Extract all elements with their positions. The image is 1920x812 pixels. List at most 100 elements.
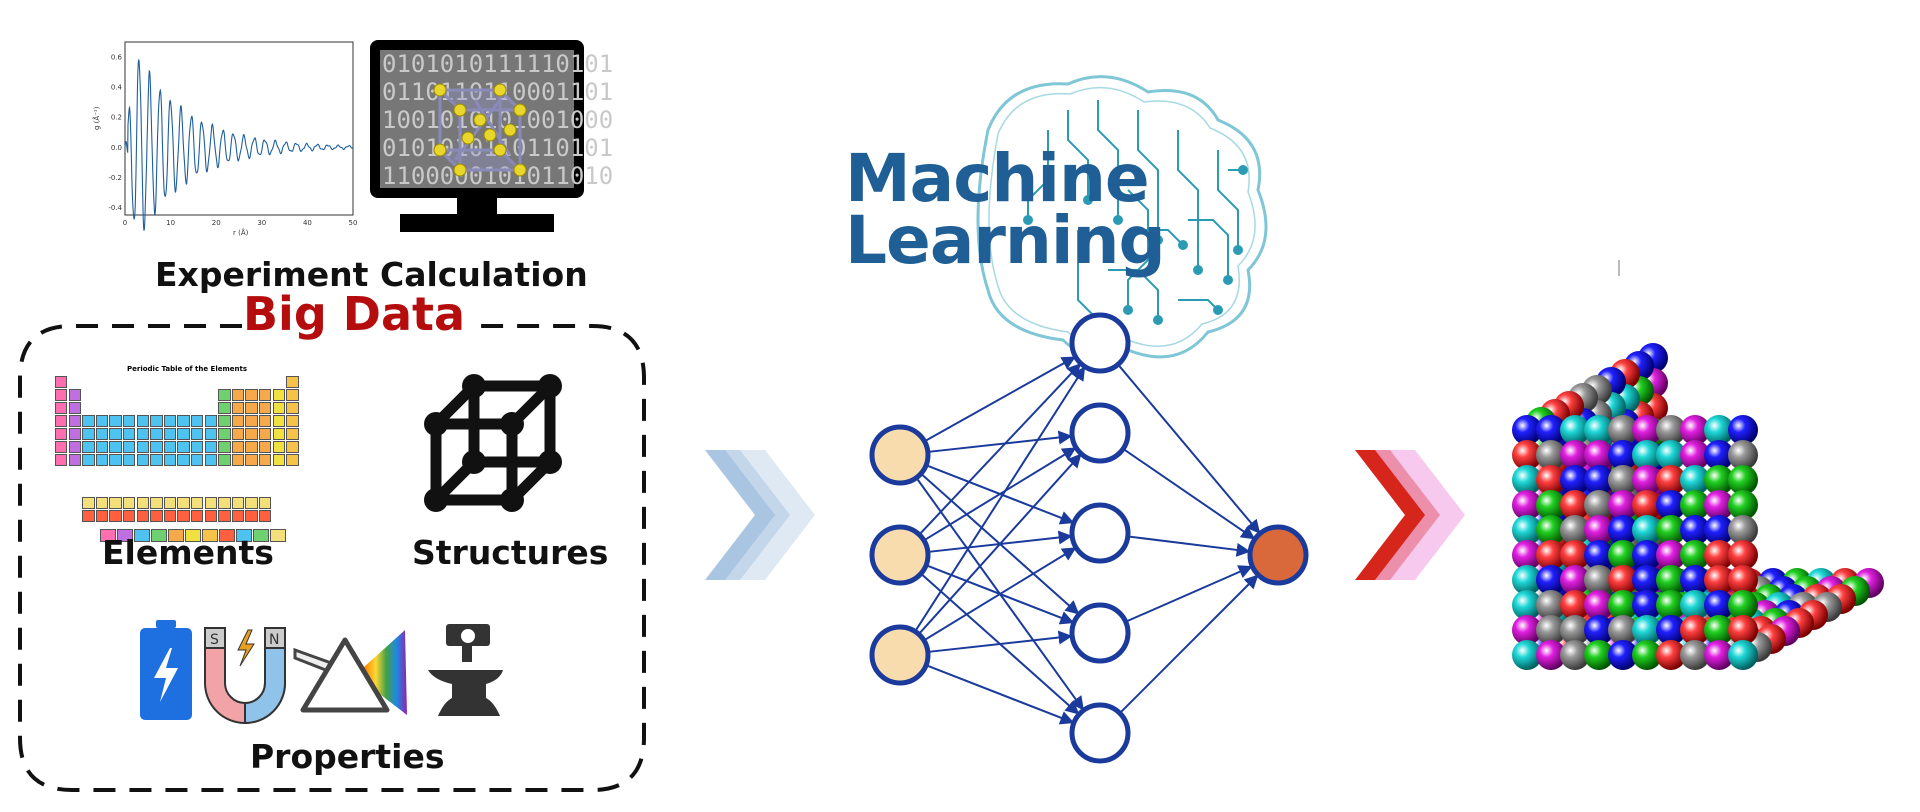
- element-cell: [191, 509, 204, 522]
- element-cell: [109, 415, 122, 427]
- network-edge: [1117, 363, 1261, 534]
- element-cell: [191, 454, 204, 466]
- hidden-node: [1069, 602, 1131, 664]
- binary-line: 1100000101011010: [382, 162, 614, 190]
- circuit-node: [1123, 305, 1133, 315]
- atom: [1704, 565, 1734, 595]
- element-cell: [123, 454, 136, 466]
- atom: [1608, 540, 1638, 570]
- element-cell: [286, 441, 299, 453]
- atom: [1680, 440, 1710, 470]
- element-cell: [82, 428, 95, 440]
- element-cell: [177, 454, 190, 466]
- circuit-node: [1083, 195, 1093, 205]
- network-edge: [1125, 565, 1253, 623]
- atom: [1656, 515, 1686, 545]
- atom: [1584, 615, 1614, 645]
- element-cell: [286, 454, 299, 466]
- atom: [1728, 640, 1758, 670]
- atom: [1560, 415, 1590, 445]
- atom: [1608, 440, 1638, 470]
- network-edge: [914, 366, 1086, 632]
- plot-ytick: -0.4: [108, 204, 122, 212]
- atom: [1704, 415, 1734, 445]
- element-cell: [109, 509, 122, 522]
- circuit-node: [1223, 275, 1233, 285]
- element-cell: [163, 454, 177, 466]
- atom: [1608, 415, 1638, 445]
- output-node: [1247, 524, 1309, 586]
- atom: [1632, 465, 1662, 495]
- element-cell: [109, 496, 122, 509]
- atom: [1728, 490, 1758, 520]
- element-cell: [191, 441, 204, 453]
- blue-chevron-arrow-icon: [705, 450, 815, 580]
- element-cell: [123, 441, 136, 453]
- element-cell: [204, 454, 217, 466]
- hidden-node: [1069, 502, 1131, 564]
- atom: [1656, 565, 1686, 595]
- plot-ytick: 0.6: [111, 54, 123, 62]
- legend-swatch: [185, 529, 201, 543]
- element-cell: [245, 441, 258, 453]
- atom: [1560, 490, 1590, 520]
- atom: [1680, 590, 1710, 620]
- ml-line-2: Learning: [845, 202, 1166, 279]
- legend-swatch: [117, 529, 133, 543]
- element-cell: [150, 415, 163, 427]
- atom: [1608, 465, 1638, 495]
- element-cell: [82, 454, 95, 466]
- legend-swatch: [151, 529, 167, 543]
- legend-swatch: [253, 529, 269, 543]
- element-cell: [150, 441, 163, 453]
- element-cell: [245, 415, 258, 427]
- atom: [1512, 515, 1542, 545]
- atom: [1656, 465, 1686, 495]
- element-cell: [259, 454, 272, 466]
- atom: [1632, 565, 1662, 595]
- element-cell: [245, 428, 258, 440]
- circuit-node: [1178, 240, 1188, 250]
- element-cell: [123, 415, 136, 427]
- atom: [1632, 590, 1662, 620]
- svg-text:S: S: [210, 632, 219, 648]
- atom: [1584, 640, 1614, 670]
- circuit-trace: [1077, 230, 1099, 321]
- atom: [1704, 640, 1734, 670]
- plot-xtick: 40: [303, 219, 312, 227]
- circuit-node: [1233, 245, 1243, 255]
- atom: [1680, 415, 1710, 445]
- element-cell: [286, 415, 299, 427]
- element-cell: [68, 402, 81, 414]
- element-cell: [231, 428, 245, 440]
- big-data-title: Big Data: [243, 287, 466, 341]
- circuit-trace: [1067, 110, 1089, 200]
- neural-network: [869, 312, 1309, 764]
- element-cell: [55, 376, 68, 388]
- atom: [1728, 515, 1758, 545]
- input-node: [869, 424, 931, 486]
- atom: [1512, 440, 1542, 470]
- atom: [1632, 640, 1662, 670]
- circuit-node: [1023, 215, 1033, 225]
- plot-xtick: 10: [166, 219, 175, 227]
- atom: [1656, 640, 1686, 670]
- anvil-hammer-icon: [428, 624, 503, 716]
- atom: [1728, 540, 1758, 570]
- atom: [1656, 415, 1686, 445]
- circuit-trace: [1178, 299, 1219, 311]
- atom: [1704, 515, 1734, 545]
- periodic-table-title: Periodic Table of the Elements: [127, 365, 247, 373]
- atom: [1656, 540, 1686, 570]
- plot-xtick: 20: [212, 219, 221, 227]
- atom: [1584, 415, 1614, 445]
- calculation-label: Calculation: [380, 255, 588, 294]
- circuit-trace: [1177, 130, 1199, 270]
- element-cell: [136, 509, 149, 522]
- binary-line: 0101010111110101: [382, 50, 614, 78]
- atom: [1632, 490, 1662, 520]
- element-cell: [68, 428, 81, 440]
- element-cell: [55, 441, 68, 453]
- plot-xtick: 0: [123, 219, 127, 227]
- element-cell: [204, 428, 217, 440]
